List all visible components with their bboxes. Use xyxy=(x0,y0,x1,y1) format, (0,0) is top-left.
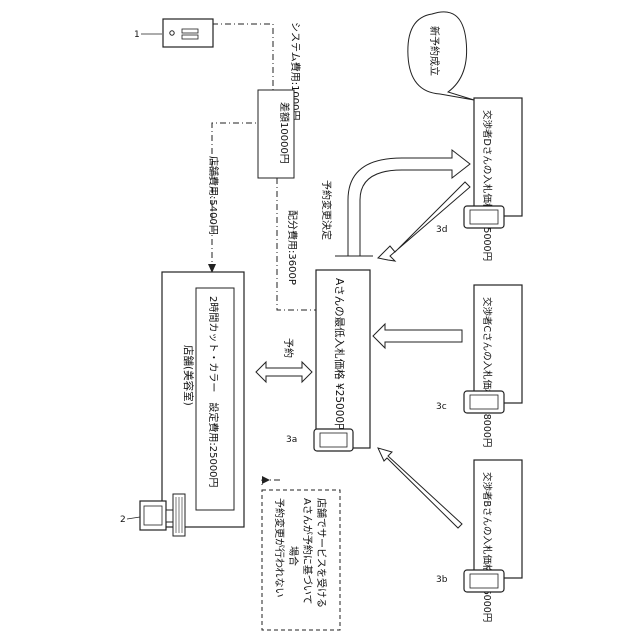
phone-d-icon xyxy=(464,206,504,228)
bidder-d-text: 交渉者Dさんの入札価格 ¥35000円 xyxy=(481,110,493,261)
bid-b-arrow xyxy=(378,448,462,528)
phone-d-ref: 3d xyxy=(436,225,447,235)
phone-b-ref: 3b xyxy=(436,575,448,585)
note-line-3: Aさんが予約に基づいて xyxy=(301,498,314,605)
service-text: 2時間カット・カラー 設定費用:25000円 xyxy=(207,296,220,488)
terminal-leader xyxy=(127,517,140,519)
server-ref-label: 1 xyxy=(134,30,140,40)
phone-c-ref: 3c xyxy=(436,402,447,412)
phone-a-ref: 3a xyxy=(286,435,297,445)
phone-c-icon xyxy=(464,391,504,413)
difference-text: 差額10000円 xyxy=(278,102,291,164)
bid-d-arrow xyxy=(378,182,470,261)
note-line-2: 場合 xyxy=(287,546,300,566)
store-fee-line xyxy=(212,123,265,271)
phone-a-icon xyxy=(314,429,353,451)
server-line xyxy=(212,24,273,90)
note-line-4: 店舗でサービスを受ける xyxy=(315,498,328,608)
reserve-label: 予約 xyxy=(282,338,295,358)
note-line-1: 予約変更が行われない xyxy=(273,498,286,598)
note-arrowhead xyxy=(262,476,270,484)
change-decided-label: 予約変更決定 xyxy=(320,180,333,240)
bid-c-arrow xyxy=(373,324,462,348)
server-icon xyxy=(163,19,213,47)
new-reservation-callout xyxy=(408,12,474,100)
reserve-arrow xyxy=(256,362,312,382)
bidder-a-text: Aさんの最低入札価格 ¥25000円 xyxy=(333,278,346,434)
new-reservation-text: 新予約成立 xyxy=(428,26,441,76)
phone-b-icon xyxy=(464,570,504,592)
bidder-b-text: 交渉者Bさんの入札価格 ¥26000円 xyxy=(481,472,493,622)
store-fee-text: 店舗費用:5400円 xyxy=(207,156,220,235)
terminal-ref-label: 2 xyxy=(120,515,126,525)
shop-title: 店舗(美容室) xyxy=(182,345,195,406)
bidder-c-text: 交渉者Cさんの入札価格 ¥28000円 xyxy=(481,297,493,447)
distribution-fee-text: 配分費用:3600P xyxy=(286,210,299,285)
